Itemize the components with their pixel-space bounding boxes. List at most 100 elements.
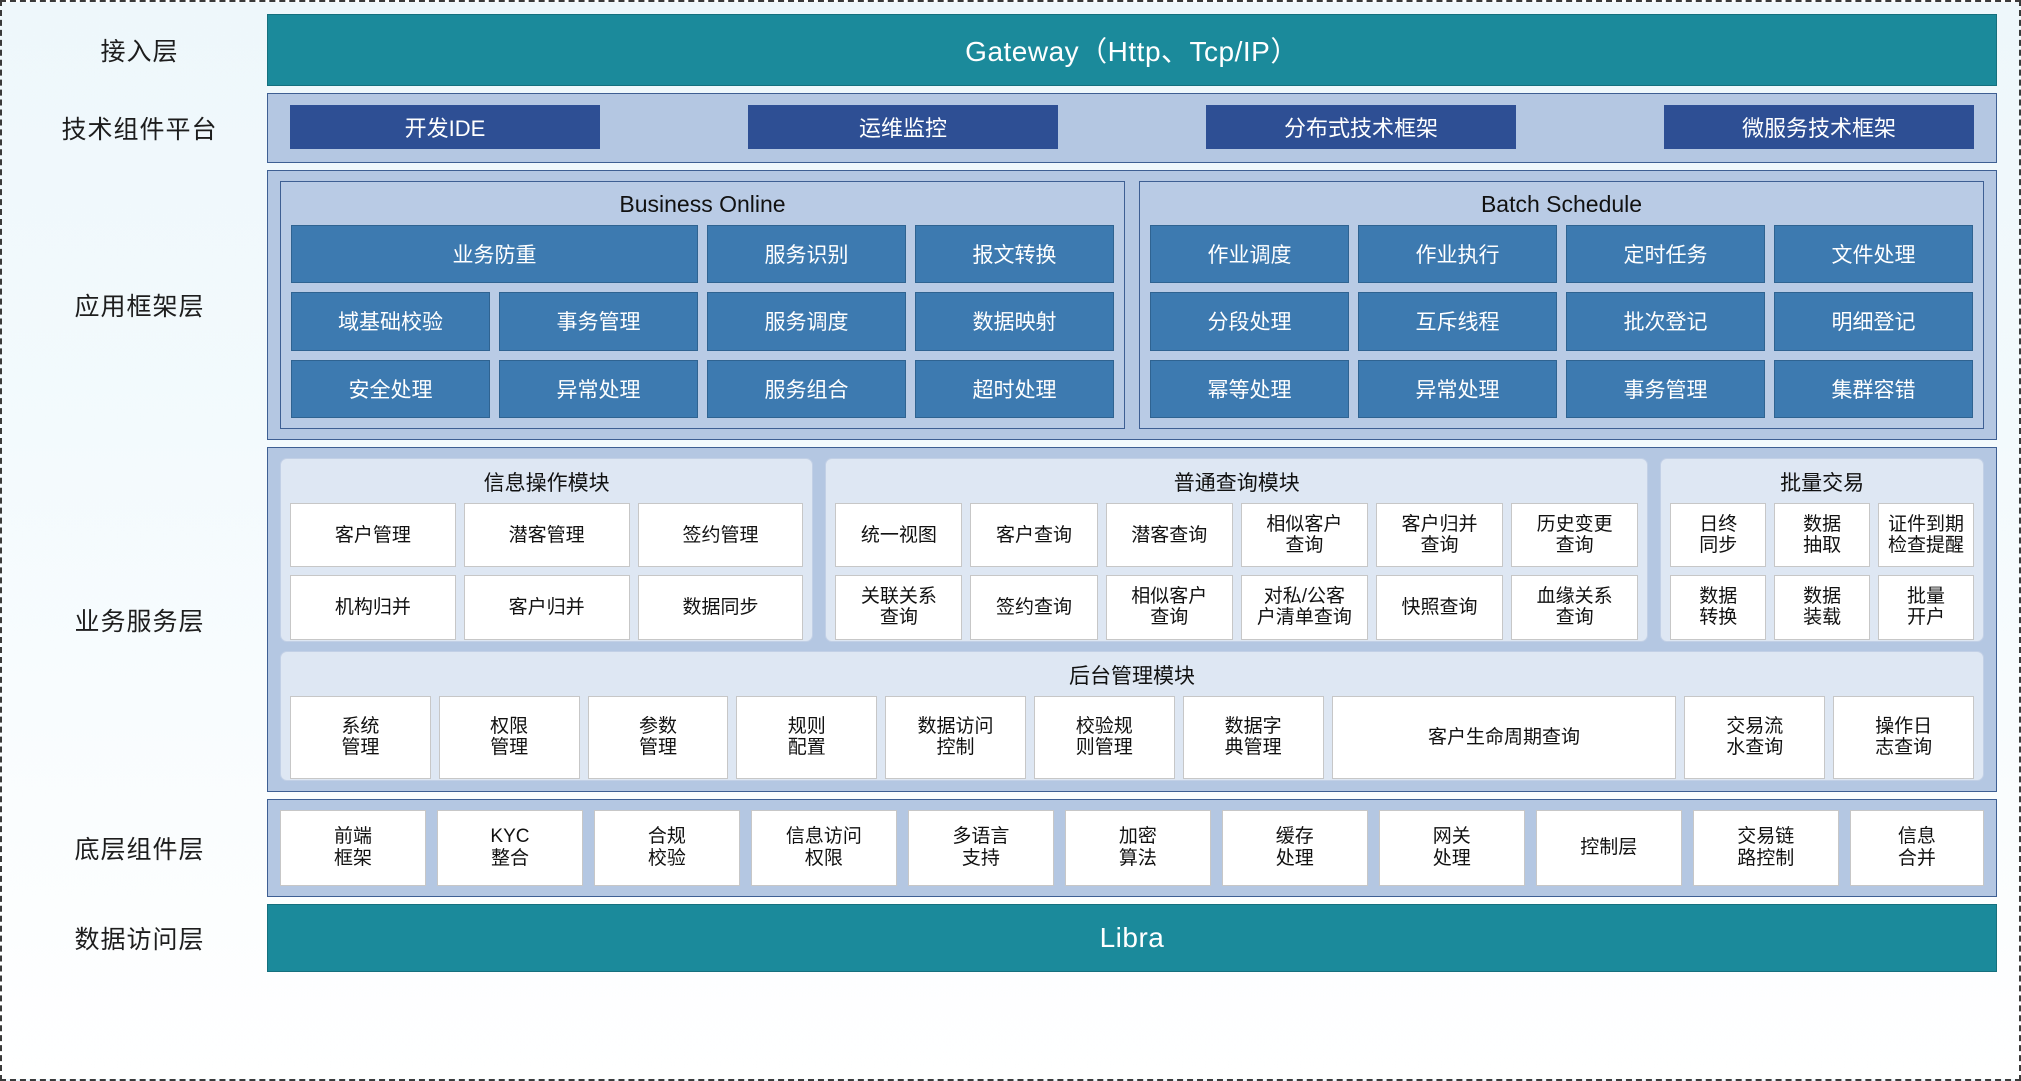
cell-batch-account-open[interactable]: 批量 开户 bbox=[1878, 575, 1974, 640]
cell-info-merge[interactable]: 信息 合并 bbox=[1849, 810, 1984, 886]
cell-multilanguage-support[interactable]: 多语言 支持 bbox=[907, 810, 1054, 886]
gateway-bar: Gateway（Http、Tcp/IP） bbox=[267, 14, 1997, 86]
cell-info-access-permission[interactable]: 信息访问 权限 bbox=[750, 810, 897, 886]
chip-detail-registration[interactable]: 明细登记 bbox=[1774, 292, 1973, 351]
chip-data-mapping[interactable]: 数据映射 bbox=[915, 292, 1114, 351]
chip-file-processing[interactable]: 文件处理 bbox=[1774, 225, 1973, 284]
component-layer-grid: 前端 框架 KYC 整合 合规 校验 信息访问 权限 多语言 支持 加密 算法 … bbox=[280, 810, 1984, 886]
info-operation-grid: 客户管理 潜客管理 签约管理 机构归并 客户归并 数据同步 bbox=[290, 503, 804, 640]
cell-rule-configuration[interactable]: 规则 配置 bbox=[736, 695, 878, 779]
cell-contract-query[interactable]: 签约查询 bbox=[970, 575, 1098, 640]
cell-parameter-management[interactable]: 参数 管理 bbox=[587, 695, 729, 779]
cell-customer-merge-query[interactable]: 客户归并 查询 bbox=[1375, 503, 1504, 568]
cell-customer-merge[interactable]: 客户归并 bbox=[463, 575, 630, 640]
module-general-query: 普通查询模块 统一视图 客户查询 潜客查询 相似客户 查询 客户归并 查询 历史… bbox=[825, 458, 1649, 642]
chip-cluster-fault-tolerance[interactable]: 集群容错 bbox=[1774, 359, 1973, 418]
layer-label-access: 接入层 bbox=[100, 37, 179, 66]
cell-data-extract[interactable]: 数据 抽取 bbox=[1774, 503, 1871, 568]
cell-lineage-query[interactable]: 血缘关系 查询 bbox=[1511, 575, 1639, 640]
chip-job-execution[interactable]: 作业执行 bbox=[1358, 225, 1557, 284]
cell-operation-log-query[interactable]: 操作日 志查询 bbox=[1833, 695, 1974, 779]
cell-data-dictionary-management[interactable]: 数据字 典管理 bbox=[1182, 695, 1324, 779]
component-layer-panel: 前端 框架 KYC 整合 合规 校验 信息访问 权限 多语言 支持 加密 算法 … bbox=[267, 799, 1997, 897]
tech-chip-ide[interactable]: 开发IDE bbox=[290, 105, 600, 149]
app-framework-split: Business Online 业务防重 服务识别 报文转换 域基础校验 事务管… bbox=[280, 181, 1984, 429]
cell-control-layer[interactable]: 控制层 bbox=[1535, 810, 1682, 886]
chip-batch-registration[interactable]: 批次登记 bbox=[1566, 292, 1765, 351]
chip-exception-processing-bs[interactable]: 异常处理 bbox=[1358, 359, 1557, 418]
tech-chip-distributed-framework[interactable]: 分布式技术框架 bbox=[1206, 105, 1516, 149]
cell-customer-lifecycle-query[interactable]: 客户生命周期查询 bbox=[1331, 695, 1677, 779]
layer-label-app-framework: 应用框架层 bbox=[74, 292, 205, 321]
cell-similar-customer-query-1[interactable]: 相似客户 查询 bbox=[1240, 503, 1368, 568]
section-title-business-online: Business Online bbox=[619, 191, 786, 217]
chip-domain-base-validate[interactable]: 域基础校验 bbox=[291, 292, 490, 351]
cell-data-sync[interactable]: 数据同步 bbox=[637, 575, 804, 640]
chip-security-processing[interactable]: 安全处理 bbox=[291, 359, 490, 418]
cell-data-access-control[interactable]: 数据访问 控制 bbox=[885, 695, 1026, 779]
cell-transaction-flow-query[interactable]: 交易流 水查询 bbox=[1684, 695, 1826, 779]
chip-business-anti-duplicate[interactable]: 业务防重 bbox=[291, 225, 698, 284]
module-title-info-operation: 信息操作模块 bbox=[483, 472, 610, 495]
chip-mutex-thread[interactable]: 互斥线程 bbox=[1358, 292, 1557, 351]
chip-idempotent-processing[interactable]: 幂等处理 bbox=[1150, 359, 1349, 418]
chip-transaction-management[interactable]: 事务管理 bbox=[499, 292, 698, 351]
module-title-batch-transaction: 批量交易 bbox=[1780, 472, 1865, 495]
cell-personal-corporate-list-query[interactable]: 对私/公客 户清单查询 bbox=[1240, 575, 1368, 640]
chip-timed-task[interactable]: 定时任务 bbox=[1566, 225, 1765, 284]
business-service-top-row: 信息操作模块 客户管理 潜客管理 签约管理 机构归并 客户归并 数据同步 普通查… bbox=[280, 458, 1984, 642]
cell-gateway-processing[interactable]: 网关 处理 bbox=[1378, 810, 1525, 886]
cell-cache-processing[interactable]: 缓存 处理 bbox=[1221, 810, 1368, 886]
module-title-backend-management: 后台管理模块 bbox=[1069, 664, 1195, 688]
cell-certificate-expiry-reminder[interactable]: 证件到期 检查提醒 bbox=[1878, 503, 1974, 568]
business-service-body: 信息操作模块 客户管理 潜客管理 签约管理 机构归并 客户归并 数据同步 普通查… bbox=[267, 447, 1997, 792]
cell-customer-query[interactable]: 客户查询 bbox=[970, 503, 1098, 568]
chip-exception-processing-bo[interactable]: 异常处理 bbox=[499, 359, 698, 418]
app-framework-panel: Business Online 业务防重 服务识别 报文转换 域基础校验 事务管… bbox=[267, 170, 1997, 440]
module-info-operation: 信息操作模块 客户管理 潜客管理 签约管理 机构归并 客户归并 数据同步 bbox=[280, 458, 814, 642]
section-batch-schedule: Batch Schedule 作业调度 作业执行 定时任务 文件处理 分段处理 … bbox=[1139, 181, 1984, 429]
cell-kyc-integration[interactable]: KYC 整合 bbox=[436, 810, 583, 886]
tech-chip-ops-monitor[interactable]: 运维监控 bbox=[748, 105, 1058, 149]
cell-eod-sync[interactable]: 日终 同步 bbox=[1670, 503, 1767, 568]
chip-message-transform[interactable]: 报文转换 bbox=[915, 225, 1114, 284]
layer-label-tech-platform: 技术组件平台 bbox=[61, 115, 218, 144]
section-business-online: Business Online 业务防重 服务识别 报文转换 域基础校验 事务管… bbox=[280, 181, 1125, 429]
chip-service-composition[interactable]: 服务组合 bbox=[707, 359, 906, 418]
cell-relation-query[interactable]: 关联关系 查询 bbox=[835, 575, 963, 640]
cell-similar-customer-query-2[interactable]: 相似客户 查询 bbox=[1105, 575, 1233, 640]
cell-validation-rule-management[interactable]: 校验规 则管理 bbox=[1033, 695, 1175, 779]
chip-timeout-processing[interactable]: 超时处理 bbox=[915, 359, 1114, 418]
chip-service-scheduling[interactable]: 服务调度 bbox=[707, 292, 906, 351]
cell-contract-management[interactable]: 签约管理 bbox=[637, 503, 804, 568]
cell-data-transform[interactable]: 数据 转换 bbox=[1670, 575, 1767, 640]
chip-service-identify[interactable]: 服务识别 bbox=[707, 225, 906, 284]
cell-permission-management[interactable]: 权限 管理 bbox=[438, 695, 580, 779]
cell-prospect-management[interactable]: 潜客管理 bbox=[463, 503, 630, 568]
business-online-grid: 业务防重 服务识别 报文转换 域基础校验 事务管理 服务调度 数据映射 安全处理… bbox=[291, 225, 1114, 418]
module-batch-transaction: 批量交易 日终 同步 数据 抽取 证件到期 检查提醒 数据 转换 数据 装载 批… bbox=[1660, 458, 1984, 642]
cell-encryption-algorithm[interactable]: 加密 算法 bbox=[1064, 810, 1211, 886]
access-layer-body: Gateway（Http、Tcp/IP） bbox=[267, 14, 1997, 86]
chip-transaction-management-bs[interactable]: 事务管理 bbox=[1566, 359, 1765, 418]
cell-data-load[interactable]: 数据 装载 bbox=[1774, 575, 1871, 640]
cell-customer-management[interactable]: 客户管理 bbox=[290, 503, 456, 568]
cell-transaction-chain-control[interactable]: 交易链 路控制 bbox=[1692, 810, 1839, 886]
cell-frontend-framework[interactable]: 前端 框架 bbox=[280, 810, 426, 886]
layer-label-component: 底层组件层 bbox=[74, 835, 205, 864]
cell-snapshot-query[interactable]: 快照查询 bbox=[1375, 575, 1504, 640]
data-access-body: Libra bbox=[267, 904, 1997, 972]
cell-unified-view[interactable]: 统一视图 bbox=[835, 503, 963, 568]
tech-chip-microservice-framework[interactable]: 微服务技术框架 bbox=[1664, 105, 1974, 149]
section-title-batch-schedule: Batch Schedule bbox=[1480, 191, 1643, 217]
cell-org-merge[interactable]: 机构归并 bbox=[290, 575, 456, 640]
cell-prospect-query[interactable]: 潜客查询 bbox=[1105, 503, 1233, 568]
cell-compliance-validation[interactable]: 合规 校验 bbox=[593, 810, 740, 886]
tech-platform-row: 开发IDE 运维监控 分布式技术框架 微服务技术框架 bbox=[290, 99, 1974, 155]
cell-system-management[interactable]: 系统 管理 bbox=[290, 695, 431, 779]
chip-segment-processing[interactable]: 分段处理 bbox=[1150, 292, 1349, 351]
app-framework-body: Business Online 业务防重 服务识别 报文转换 域基础校验 事务管… bbox=[267, 170, 1997, 440]
chip-job-scheduling[interactable]: 作业调度 bbox=[1150, 225, 1349, 284]
cell-history-change-query[interactable]: 历史变更 查询 bbox=[1511, 503, 1639, 568]
